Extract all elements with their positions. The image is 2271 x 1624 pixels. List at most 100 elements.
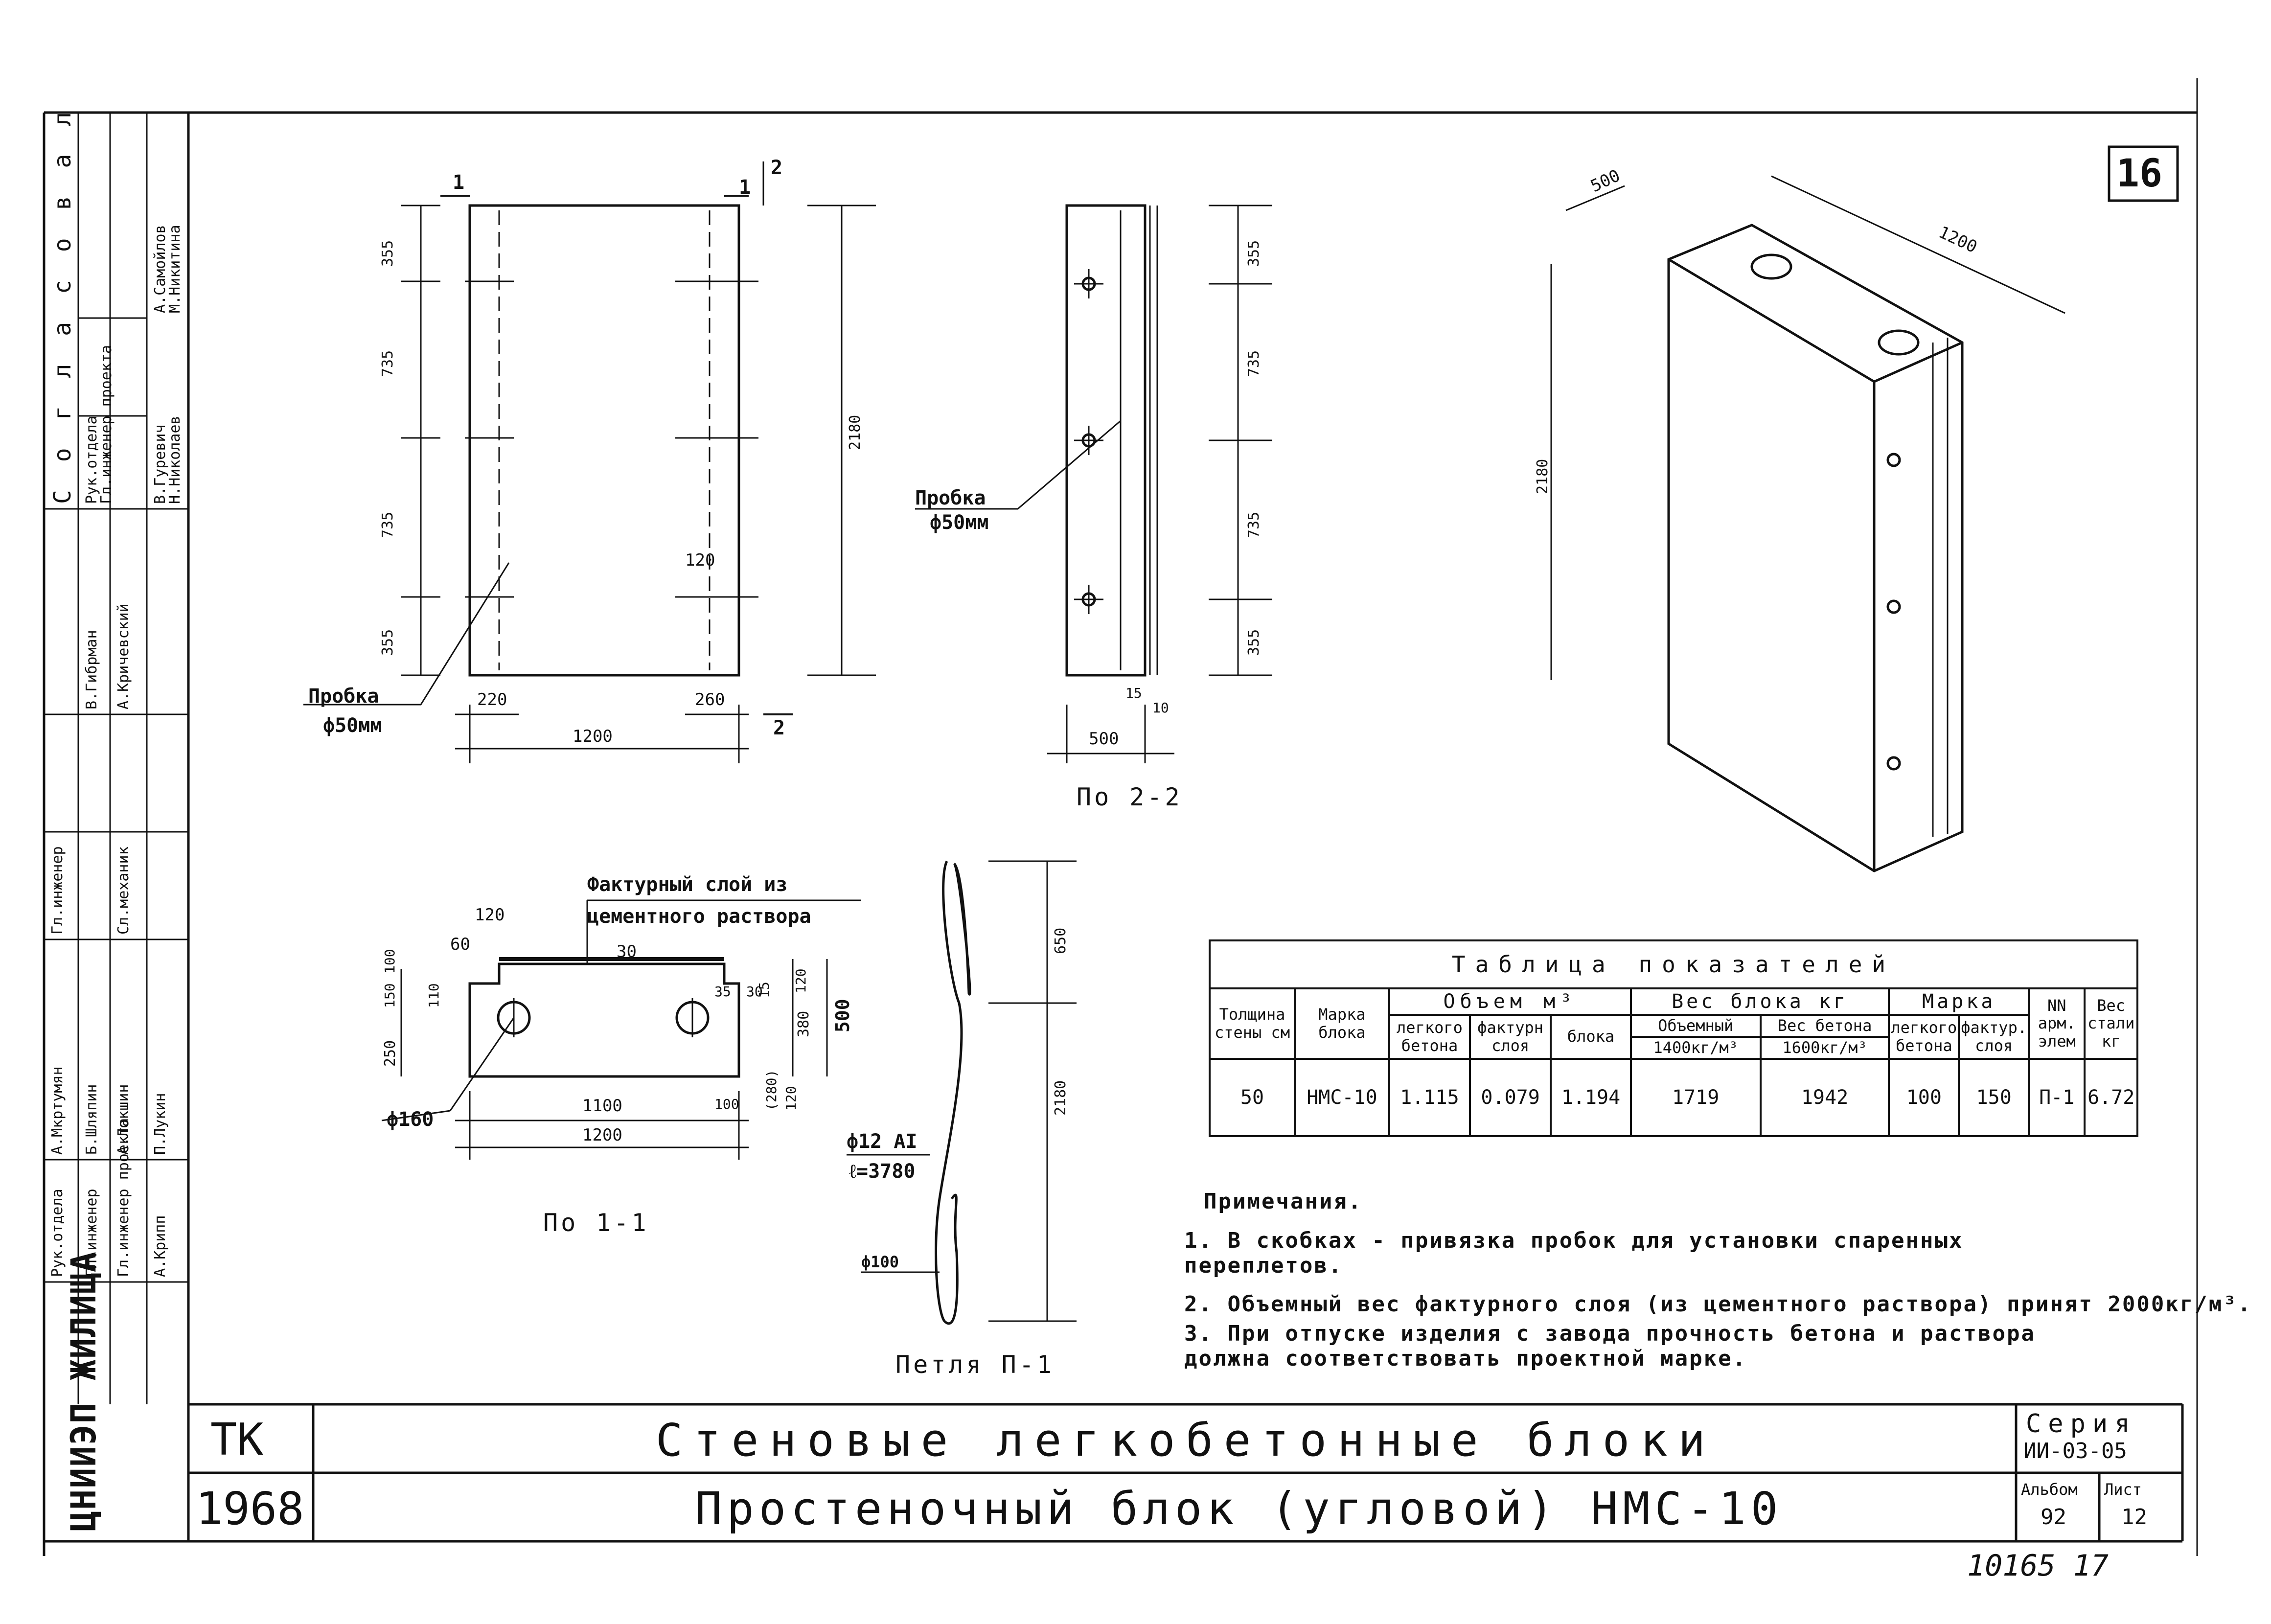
cell-steel-weight: 6.72	[2084, 1057, 2138, 1137]
front-dim-total-height: 2180	[847, 414, 864, 450]
sec-dim: 100	[714, 1096, 739, 1112]
stamp-row: Гл.инженер проекта	[98, 344, 115, 504]
sec-dim: 120	[475, 905, 505, 925]
stamp-row: Сл.механик	[115, 846, 132, 935]
front-dim-small: 120	[685, 550, 715, 570]
note-item: 2. Объемный вес фактурного слоя (из цеме…	[1184, 1292, 2252, 1317]
th-thickness: Толщина стены см	[1208, 987, 1296, 1060]
cell-mark: НМС-10	[1294, 1057, 1390, 1137]
album-label: Альбом	[2021, 1480, 2078, 1499]
finish-layer-label-2: цементного раствора	[587, 905, 811, 928]
cell-thickness: 50	[1208, 1057, 1296, 1137]
album-value: 92	[2041, 1505, 2066, 1530]
front-dim-735-b: 735	[379, 511, 396, 538]
note-item: 3. При отпуске изделия с завода прочност…	[1184, 1321, 2036, 1371]
finish-layer-label-1: Фактурный слой из	[587, 873, 788, 896]
cell-weight-1600: 1942	[1759, 1057, 1890, 1137]
sec-dim: 120	[783, 1086, 799, 1111]
loop-dim-total: 2180	[1052, 1080, 1069, 1116]
tk-label: ТК	[210, 1414, 264, 1465]
title-line-1: Стеновые легкобетонные блоки	[656, 1414, 1716, 1466]
sec-dim: 60	[450, 935, 470, 954]
stamp-row: А.Кричевский	[115, 603, 132, 709]
cell-weight-1400: 1719	[1629, 1057, 1762, 1137]
notes-title: Примечания.	[1204, 1189, 1363, 1214]
side-dim-355-bottom: 355	[1245, 629, 1262, 656]
side-dim-735-b: 735	[1245, 511, 1262, 538]
loop-rebar: ф12 АI	[847, 1130, 918, 1153]
side-dim-width: 500	[1089, 729, 1119, 749]
loop-dim-top: 650	[1052, 927, 1069, 954]
handwritten-number: 10165 17	[1967, 1549, 2109, 1583]
sheet-number: 16	[2116, 152, 2162, 196]
year: 1968	[196, 1483, 304, 1535]
stamp-row: В.Гибрман	[83, 630, 100, 709]
section-mark: 2	[771, 157, 783, 179]
sec-dim: 100	[382, 949, 398, 974]
front-dim-355-top: 355	[379, 240, 396, 267]
front-plug-label: Пробка	[308, 685, 379, 708]
sec-dim: 35	[714, 984, 731, 1000]
th-weight-concrete: Вес бетона	[1759, 1014, 1890, 1038]
th-volume: Объем м³	[1388, 987, 1632, 1016]
sec-dim: 380	[795, 1010, 812, 1037]
sec-dim: 150	[382, 983, 398, 1008]
sheet-label: Лист	[2104, 1480, 2142, 1499]
side-plug-dia: ф50мм	[930, 511, 989, 534]
series-label: Серия	[2026, 1409, 2137, 1439]
table-caption: Таблица показателей	[1209, 939, 2138, 989]
front-plug-dia: ф50мм	[323, 714, 382, 737]
loop-caption: Петля П-1	[895, 1350, 1055, 1379]
side-view-caption: По 2-2	[1077, 783, 1183, 811]
note-item: 1. В скобках - привязка пробок для устан…	[1184, 1228, 1964, 1278]
stamp-approved-header: С о г л а с о в а л	[49, 105, 76, 504]
title-line-2: Простеночный блок (угловой) НМС-10	[695, 1483, 1783, 1535]
front-dim-bottom-left: 220	[477, 690, 507, 709]
cell-grade-finish: 150	[1958, 1057, 2030, 1137]
sec-dim: 1100	[582, 1096, 622, 1116]
th-rebar-no: NN арм. элем	[2028, 987, 2086, 1060]
sec-dim: 1200	[582, 1125, 622, 1145]
side-dim-small-b: 10	[1152, 700, 1169, 716]
cell-rebar-no: П-1	[2028, 1057, 2086, 1137]
th-weight-1600: 1600кг/м³	[1759, 1035, 1890, 1060]
organization-logo: ЦНИИЭП ЖИЛИЩА	[64, 1251, 104, 1532]
section-mark: 2	[773, 717, 785, 739]
cell-grade-light: 100	[1888, 1057, 1960, 1137]
sec-dim: 250	[382, 1040, 399, 1067]
th-grade-finish: фактур. слоя	[1958, 1014, 2030, 1060]
cell-volume-light: 1.115	[1388, 1057, 1471, 1137]
th-weight: Вес блока кг	[1629, 987, 1890, 1016]
side-dim-small-a: 15	[1125, 685, 1142, 701]
sec-dim: 110	[426, 983, 442, 1008]
front-dim-total-width: 1200	[573, 727, 613, 746]
sec-dim: (280)	[763, 1069, 780, 1111]
sheet-value: 12	[2121, 1505, 2147, 1530]
stamp-row: А.Мкртумян	[49, 1066, 66, 1155]
th-weight-volumetric: Объемный	[1629, 1014, 1762, 1038]
stamp-row: Б.Шляпин	[83, 1084, 100, 1155]
side-dim-735-a: 735	[1245, 350, 1262, 377]
th-mark: Марка блока	[1294, 987, 1390, 1060]
side-dim-355-top: 355	[1245, 240, 1262, 267]
th-volume-light: легкого бетона	[1388, 1014, 1471, 1060]
sec-dim: 500	[832, 999, 853, 1032]
th-grade: Марка	[1888, 987, 2030, 1016]
sec-dim: 30	[617, 942, 637, 961]
section-mark: 1	[739, 176, 751, 199]
front-dim-355-bottom: 355	[379, 629, 396, 656]
th-weight-1400: 1400кг/м³	[1629, 1035, 1762, 1060]
cell-volume-block: 1.194	[1550, 1057, 1632, 1137]
stamp-row: А.Крипп	[152, 1215, 169, 1277]
th-steel-weight: Вес стали кг	[2084, 987, 2138, 1060]
stamp-row: Гл.инженер	[49, 846, 66, 935]
stamp-row: Н.Николаев	[166, 415, 184, 504]
loop-length: ℓ=3780	[849, 1160, 916, 1183]
loop-bend: ф100	[861, 1253, 899, 1271]
section-mark: 1	[453, 171, 465, 194]
stamp-row: М.Никитина	[166, 225, 184, 313]
series-value: ИИ-03-05	[2023, 1439, 2127, 1464]
th-grade-light: легкого бетона	[1888, 1014, 1960, 1060]
th-volume-finish: фактурн слоя	[1469, 1014, 1552, 1060]
stamp-row: Гл.инженер проекта	[115, 1118, 132, 1277]
